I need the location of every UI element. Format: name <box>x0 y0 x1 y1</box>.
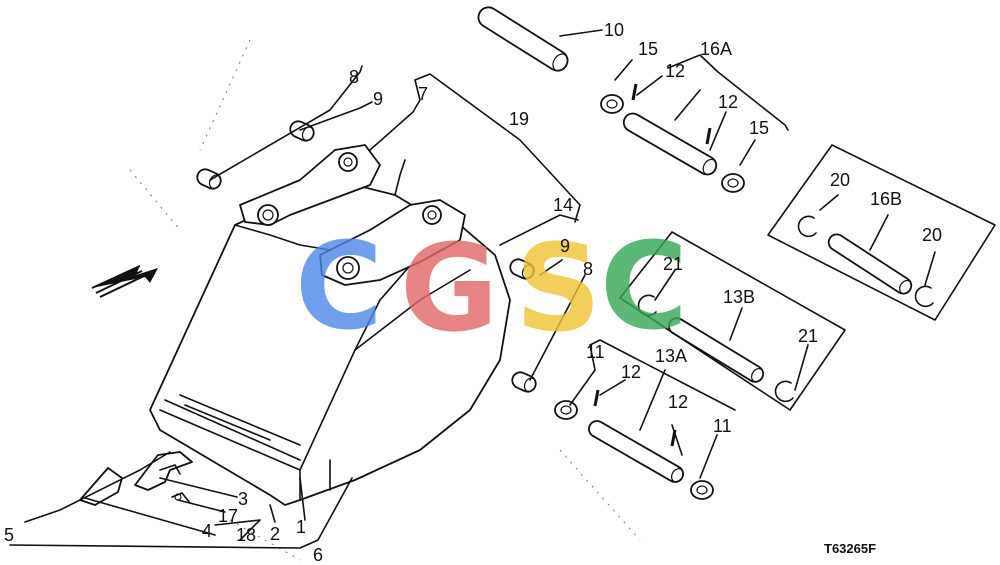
watermark-letter-2: G <box>400 220 499 359</box>
callout-5: 5 <box>4 525 14 545</box>
bushing-8-right <box>511 371 537 393</box>
callout-4: 4 <box>202 521 212 541</box>
washer-15-right-hole <box>727 178 739 188</box>
snap-ring-20-left <box>797 215 817 238</box>
watermark: C G S C <box>295 218 688 359</box>
roll-pin-12-c <box>593 389 600 407</box>
callout-2: 2 <box>270 524 280 544</box>
pin-10 <box>477 6 569 72</box>
pins-and-bushings <box>196 6 934 500</box>
washer-15-right <box>721 173 745 193</box>
washer-11-left <box>554 400 578 420</box>
callout-9-top: 9 <box>373 89 383 109</box>
washer-11-left-hole <box>560 405 572 415</box>
pin-16b <box>827 233 913 295</box>
callout-15-a: 15 <box>638 39 658 59</box>
drawing-code: T63265F <box>824 541 876 556</box>
bushing-9-top <box>289 120 315 142</box>
callout-13b: 13B <box>723 287 755 307</box>
callout-18: 18 <box>236 525 256 545</box>
callout-14: 14 <box>553 195 573 215</box>
watermark-letter-3: S <box>515 220 601 359</box>
washer-11-right-hole <box>696 485 708 495</box>
callout-11-left: 11 <box>586 342 605 362</box>
callout-15-b: 15 <box>749 118 769 138</box>
washer-15-left <box>600 94 624 114</box>
pin-16a <box>622 112 718 176</box>
callout-16a: 16A <box>700 39 732 59</box>
leader-lines <box>9 29 936 549</box>
pin-13b <box>667 317 765 383</box>
callout-11-right: 11 <box>713 416 732 436</box>
direction-arrow-icon <box>91 265 158 298</box>
callout-12-c: 12 <box>621 362 641 382</box>
washer-11-right <box>690 480 714 500</box>
callout-17: 17 <box>218 506 238 526</box>
callout-21-a: 21 <box>663 254 683 274</box>
callout-6: 6 <box>313 545 323 565</box>
bushing-8-top <box>196 168 222 190</box>
watermark-letter-4: C <box>600 218 688 357</box>
roll-pin-12-a <box>631 83 638 101</box>
callout-16b: 16B <box>870 189 902 209</box>
washer-15-left-hole <box>606 99 618 109</box>
snap-ring-21-left <box>637 294 657 317</box>
callout-1: 1 <box>296 517 306 537</box>
callout-8-right: 8 <box>583 259 593 279</box>
callout-8-top: 8 <box>349 67 359 87</box>
bushing-9-right <box>509 258 535 280</box>
callout-12-a: 12 <box>665 61 685 81</box>
callout-13a: 13A <box>655 346 687 366</box>
watermark-letter-1: C <box>295 218 383 357</box>
callout-labels: 1 2 3 4 5 6 7 8 8 9 9 10 11 11 12 12 12 … <box>4 20 942 565</box>
roll-pin-12-b <box>705 127 712 145</box>
snap-ring-20-right <box>914 285 934 308</box>
callout-20-a: 20 <box>830 170 850 190</box>
pin-13a <box>588 420 684 483</box>
callout-10: 10 <box>604 20 624 40</box>
callout-9-right: 9 <box>560 236 570 256</box>
callout-21-b: 21 <box>798 326 818 346</box>
snap-ring-21-right <box>774 380 794 403</box>
callout-19: 19 <box>509 109 529 129</box>
detail-box-16b <box>767 144 996 321</box>
callout-12-d: 12 <box>668 392 688 412</box>
detail-box-13b <box>619 231 846 411</box>
callout-3: 3 <box>238 489 248 509</box>
tooth-assembly <box>79 451 193 506</box>
callout-12-b: 12 <box>718 92 738 112</box>
bucket-body <box>149 144 511 506</box>
callout-20-b: 20 <box>922 225 942 245</box>
callout-7: 7 <box>418 84 428 104</box>
